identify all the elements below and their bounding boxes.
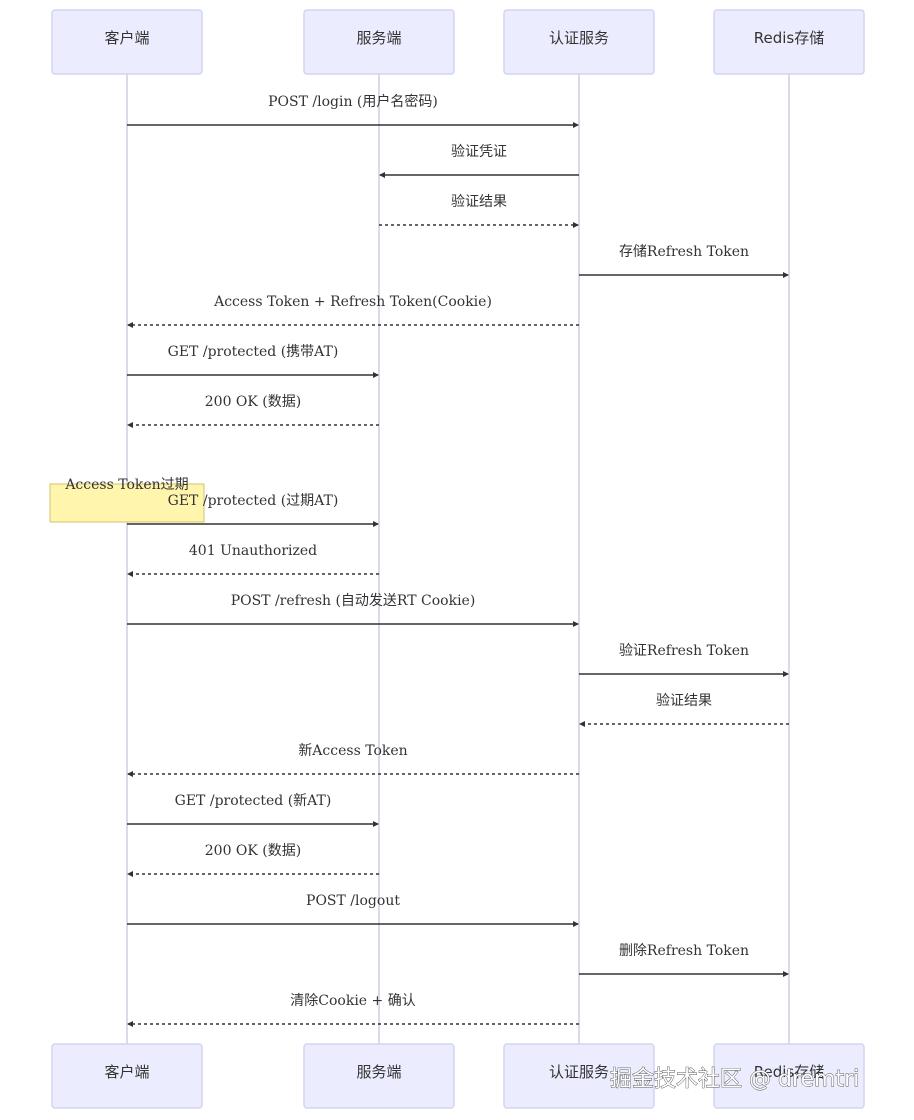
actor-server-top: 服务端 xyxy=(303,9,455,75)
actor-box xyxy=(503,1043,655,1109)
message: 存储Refresh Token xyxy=(579,244,789,278)
actor-label: 客户端 xyxy=(104,29,149,47)
actor-label: Redis存储 xyxy=(754,1063,824,1081)
lifelines xyxy=(126,74,790,1044)
actor-box xyxy=(503,9,655,75)
message-label: 200 OK (数据) xyxy=(205,843,301,859)
actor-label: 认证服务 xyxy=(549,29,609,47)
actor-server-bottom: 服务端 xyxy=(303,1043,455,1109)
message: GET /protected (新AT) xyxy=(127,793,379,827)
message: POST /refresh (自动发送RT Cookie) xyxy=(127,593,579,627)
message: 200 OK (数据) xyxy=(127,394,379,428)
message-label: 401 Unauthorized xyxy=(189,543,317,559)
message: 清除Cookie + 确认 xyxy=(127,993,579,1027)
message: 新Access Token xyxy=(127,743,579,777)
message: 删除Refresh Token xyxy=(579,943,789,977)
message: 200 OK (数据) xyxy=(127,843,379,877)
message-label: 验证结果 xyxy=(451,194,507,210)
message: 验证结果 xyxy=(379,194,579,228)
message-label: 删除Refresh Token xyxy=(619,943,749,959)
message-label: POST /login (用户名密码) xyxy=(268,93,438,110)
message: GET /protected (携带AT) xyxy=(127,344,379,378)
message: POST /logout xyxy=(127,893,579,927)
message: Access Token + Refresh Token(Cookie) xyxy=(127,294,579,328)
actors-top: 客户端 服务端 认证服务 Redis存储 xyxy=(51,9,865,75)
actor-label: 服务端 xyxy=(356,29,401,47)
note-label: Access Token过期 xyxy=(64,477,188,493)
message-label: Access Token + Refresh Token(Cookie) xyxy=(213,294,492,310)
message-label: 验证凭证 xyxy=(451,144,507,160)
note: Access Token过期 xyxy=(49,477,205,523)
actor-client-top: 客户端 xyxy=(51,9,203,75)
actor-auth-bottom: 认证服务 xyxy=(503,1043,655,1109)
message: 401 Unauthorized xyxy=(127,543,379,577)
message-label: 新Access Token xyxy=(298,743,407,759)
message: GET /protected (过期AT) xyxy=(127,493,379,527)
actor-label: 服务端 xyxy=(356,1063,401,1081)
message-label: 验证Refresh Token xyxy=(619,643,749,659)
message-label: GET /protected (新AT) xyxy=(175,793,332,809)
message-label: 存储Refresh Token xyxy=(619,244,749,260)
actor-label: Redis存储 xyxy=(754,29,824,47)
message-label: GET /protected (携带AT) xyxy=(168,344,339,360)
actor-label: 客户端 xyxy=(104,1063,149,1081)
message: 验证凭证 xyxy=(379,144,579,178)
actor-box xyxy=(51,1043,203,1109)
actor-box xyxy=(303,1043,455,1109)
actor-redis-bottom: Redis存储 xyxy=(713,1043,865,1109)
message-label: POST /refresh (自动发送RT Cookie) xyxy=(231,593,476,609)
message: 验证Refresh Token xyxy=(579,643,789,677)
message-label: 验证结果 xyxy=(656,693,712,709)
actors-bottom: 客户端 服务端 认证服务 Redis存储 xyxy=(51,1043,865,1109)
watermark: 掘金技术社区 @ dremtri xyxy=(610,1067,859,1092)
actor-box xyxy=(51,9,203,75)
actor-label: 认证服务 xyxy=(549,1063,609,1081)
message: POST /login (用户名密码) xyxy=(127,93,579,128)
actor-box xyxy=(713,9,865,75)
message-label: GET /protected (过期AT) xyxy=(168,493,339,509)
actor-redis-top: Redis存储 xyxy=(713,9,865,75)
message: 验证结果 xyxy=(579,693,789,727)
message-label: 清除Cookie + 确认 xyxy=(290,993,415,1009)
actor-client-bottom: 客户端 xyxy=(51,1043,203,1109)
actor-auth-top: 认证服务 xyxy=(503,9,655,75)
actor-box xyxy=(303,9,455,75)
message-label: POST /logout xyxy=(306,893,400,909)
message-label: 200 OK (数据) xyxy=(205,394,301,410)
note-box xyxy=(49,483,205,523)
actor-box xyxy=(713,1043,865,1109)
